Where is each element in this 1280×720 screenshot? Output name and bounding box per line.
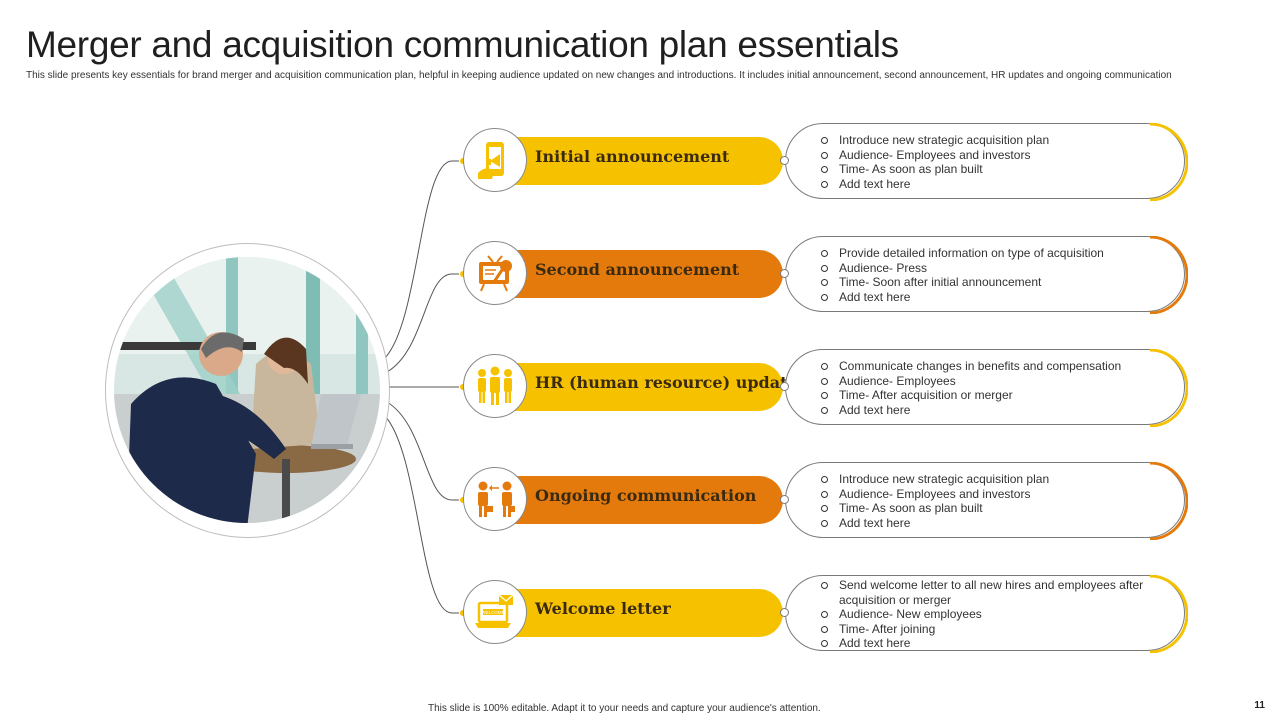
details-arc-accent — [1149, 462, 1188, 540]
bullet-item: Time- Soon after initial announcement — [820, 275, 1150, 290]
connector-dot — [780, 495, 789, 504]
step-details: Introduce new strategic acquisition plan… — [785, 123, 1188, 201]
step-label: Welcome letter — [535, 599, 671, 618]
bullet-item: Time- As soon as plan built — [820, 162, 1150, 177]
bullet-item: Add text here — [820, 516, 1150, 531]
details-arc-accent — [1149, 236, 1188, 314]
step-second-announcement: Second announcement Provide detailed inf… — [463, 236, 1188, 314]
details-bullet-list: Send welcome letter to all new hires and… — [820, 578, 1150, 651]
step-details: Introduce new strategic acquisition plan… — [785, 462, 1188, 540]
slide-subtitle: This slide presents key essentials for b… — [26, 70, 1172, 81]
step-details: Provide detailed information on type of … — [785, 236, 1188, 314]
bullet-item: Time- After acquisition or merger — [820, 388, 1150, 403]
step-label-bar — [491, 476, 783, 524]
people-exchange-icon — [463, 467, 527, 531]
details-arc-accent — [1149, 575, 1188, 653]
step-initial-announcement: Initial announcement Introduce new strat… — [463, 123, 1188, 201]
step-hr-updates: HR (human resource) updates Communicate … — [463, 349, 1188, 427]
step-label-bar — [491, 589, 783, 637]
slide-title: Merger and acquisition communication pla… — [26, 24, 899, 65]
details-arc-accent — [1149, 123, 1188, 201]
meeting-photo — [105, 243, 390, 538]
connector-dot — [780, 269, 789, 278]
step-welcome-letter: WELCOME Welcome letter Send welcome lett… — [463, 575, 1188, 653]
step-details: Communicate changes in benefits and comp… — [785, 349, 1188, 427]
step-label: Initial announcement — [535, 147, 730, 166]
bullet-item: Add text here — [820, 403, 1150, 418]
tv-microphone-icon — [463, 241, 527, 305]
bullet-item: Audience- Press — [820, 261, 1150, 276]
details-bullet-list: Communicate changes in benefits and comp… — [820, 359, 1150, 417]
bullet-item: Time- As soon as plan built — [820, 501, 1150, 516]
connector-dot — [780, 382, 789, 391]
step-label: Second announcement — [535, 260, 740, 279]
bullet-item: Introduce new strategic acquisition plan — [820, 472, 1150, 487]
step-label-bar — [491, 363, 783, 411]
bullet-item: Send welcome letter to all new hires and… — [820, 578, 1150, 607]
step-ongoing-communication: Ongoing communication Introduce new stra… — [463, 462, 1188, 540]
bullet-item: Audience- Employees — [820, 374, 1150, 389]
step-label: HR (human resource) updates — [535, 373, 807, 392]
bullet-item: Add text here — [820, 177, 1150, 192]
details-bullet-list: Introduce new strategic acquisition plan… — [820, 472, 1150, 530]
connector-dot — [780, 608, 789, 617]
bullet-item: Add text here — [820, 290, 1150, 305]
bullet-item: Provide detailed information on type of … — [820, 246, 1150, 261]
footer-note: This slide is 100% editable. Adapt it to… — [428, 703, 821, 714]
page-number: 11 — [1254, 700, 1265, 711]
bullet-item: Time- After joining — [820, 622, 1150, 637]
bullet-item: Audience- New employees — [820, 607, 1150, 622]
details-bullet-list: Introduce new strategic acquisition plan… — [820, 133, 1150, 191]
bullet-item: Introduce new strategic acquisition plan — [820, 133, 1150, 148]
welcome-text: WELCOME — [481, 610, 504, 615]
details-bullet-list: Provide detailed information on type of … — [820, 246, 1150, 304]
step-label-bar — [491, 137, 783, 185]
step-details: Send welcome letter to all new hires and… — [785, 575, 1188, 653]
laptop-welcome-envelope-icon: WELCOME — [463, 580, 527, 644]
connector-dot — [780, 156, 789, 165]
step-label: Ongoing communication — [535, 486, 757, 505]
bullet-item: Audience- Employees and investors — [820, 487, 1150, 502]
bullet-item: Audience- Employees and investors — [820, 148, 1150, 163]
step-label-bar — [491, 250, 783, 298]
bullet-item: Communicate changes in benefits and comp… — [820, 359, 1150, 374]
bullet-item: Add text here — [820, 636, 1150, 651]
smartphone-megaphone-icon — [463, 128, 527, 192]
details-arc-accent — [1149, 349, 1188, 427]
team-people-icon — [463, 354, 527, 418]
